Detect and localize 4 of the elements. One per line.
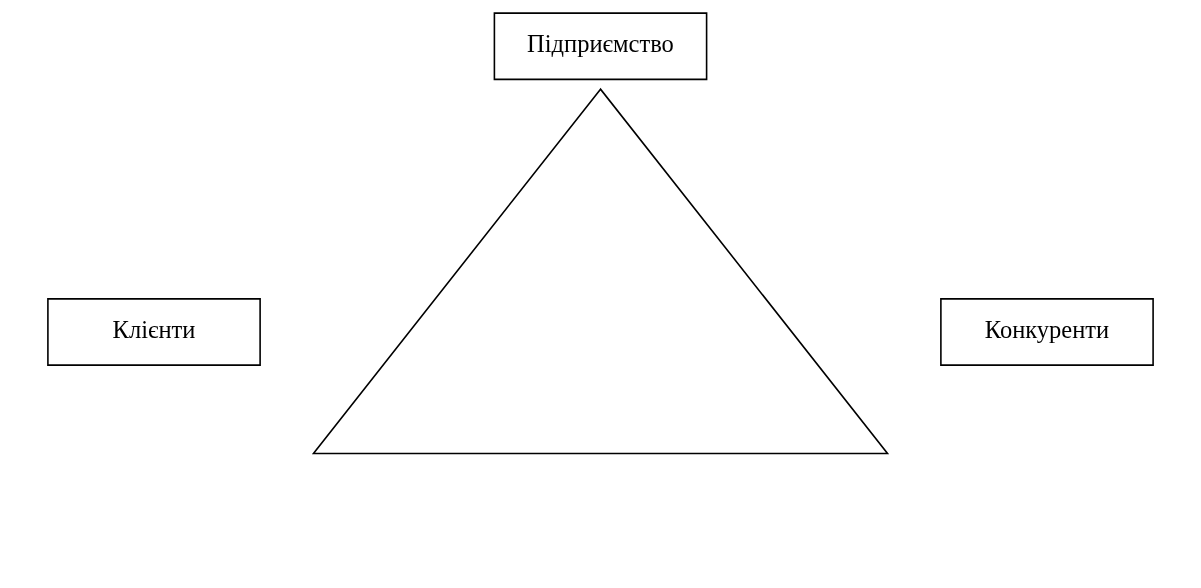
node-box: Клієнти	[47, 298, 261, 366]
node-box: Підприємство	[493, 12, 708, 81]
node-triangle	[311, 87, 890, 455]
node-box: Конкуренти	[940, 298, 1154, 366]
